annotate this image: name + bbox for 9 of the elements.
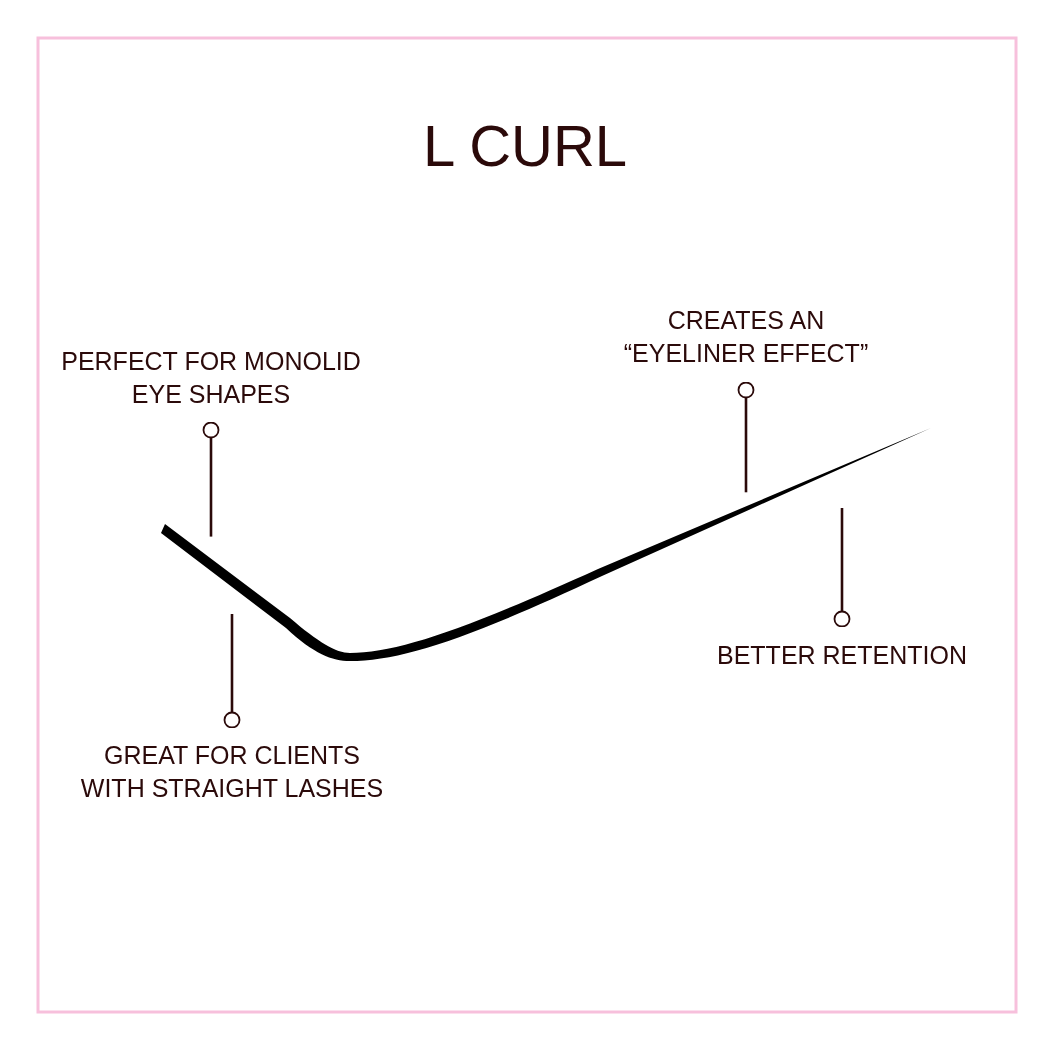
title: L CURL — [421, 116, 629, 176]
callout-label: CREATES AN “EYELINER EFFECT” — [615, 304, 877, 370]
leader-line — [202, 421, 220, 537]
callout-label: PERFECT FOR MONOLID EYE SHAPES — [55, 345, 367, 411]
leader-line — [737, 381, 755, 493]
leader-line — [223, 614, 241, 729]
callout-label: BETTER RETENTION — [711, 639, 973, 672]
callout-label: GREAT FOR CLIENTS WITH STRAIGHT LASHES — [76, 739, 388, 805]
leader-line — [833, 508, 851, 628]
